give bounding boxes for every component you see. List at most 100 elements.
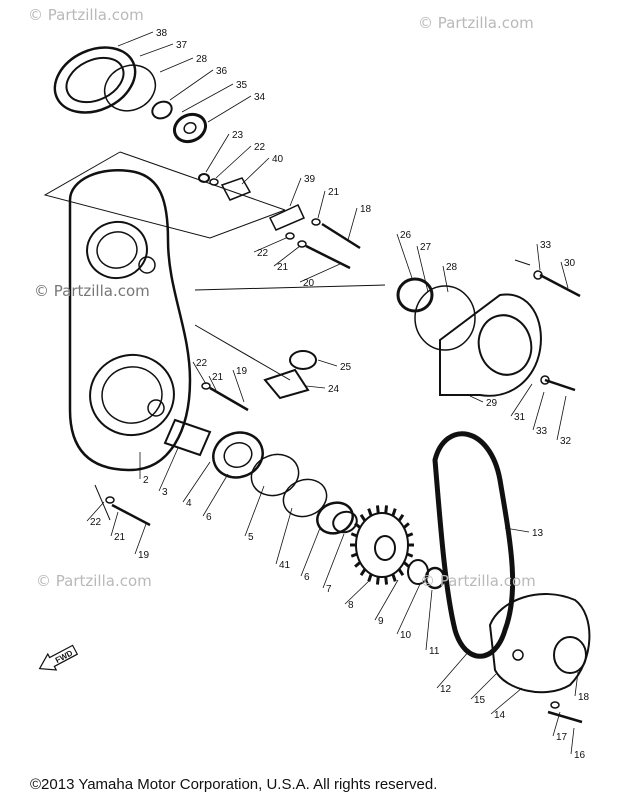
callout-12: 12 — [440, 684, 452, 695]
clutch-cover — [53, 46, 137, 114]
sprocket-tooth — [375, 576, 380, 585]
bearing-4-bore — [223, 441, 253, 469]
sprocket-8-body — [355, 512, 409, 578]
callout-31: 31 — [514, 412, 526, 423]
washer-17 — [550, 701, 560, 709]
sprocket-tooth — [367, 573, 373, 582]
leader-line-31 — [510, 383, 533, 417]
leader-line-36 — [169, 69, 214, 101]
leader-line-26 — [396, 233, 413, 279]
shaft-3 — [163, 418, 212, 457]
callout-27: 27 — [420, 242, 432, 253]
leader-line-4 — [182, 461, 211, 503]
leader-line-28b — [442, 265, 449, 293]
leader-line-11 — [425, 589, 433, 651]
leader-line-6a — [202, 473, 229, 517]
plate-40 — [220, 177, 252, 201]
leader-line-13 — [504, 527, 530, 533]
callout-24: 24 — [328, 384, 340, 395]
bolt-20 — [305, 244, 351, 270]
leader-line-6b — [300, 527, 321, 577]
leader-line-41 — [275, 507, 293, 565]
leader-line-23 — [205, 133, 230, 173]
watermark-lower-right: © Partzilla.com — [420, 572, 536, 590]
washer-33 — [533, 270, 543, 280]
bearing-4 — [212, 431, 264, 479]
callout-15: 15 — [474, 695, 486, 706]
callout-23: 23 — [232, 130, 244, 141]
callout-41: 41 — [279, 560, 291, 571]
leader-line-21c — [208, 375, 217, 391]
circlip-5 — [250, 453, 300, 497]
callout-22c: 22 — [196, 358, 208, 369]
copyright-notice: ©2013 Yamaha Motor Corporation, U.S.A. A… — [30, 776, 438, 793]
callout-26: 26 — [400, 230, 412, 241]
leader-line-32 — [556, 395, 567, 441]
callout-11: 11 — [429, 646, 440, 657]
sprocket-tooth — [397, 568, 405, 577]
sprocket-cover-14 — [488, 593, 591, 694]
sprocket-tooth — [354, 561, 362, 568]
sprocket-tooth — [391, 573, 397, 582]
callout-33a: 33 — [540, 240, 552, 251]
leader-line-25 — [317, 359, 338, 367]
leader-line-24 — [305, 385, 326, 389]
leader-line-33a — [536, 243, 541, 271]
callout-34: 34 — [254, 92, 266, 103]
assembly-guide-line — [194, 324, 291, 381]
o-ring-37 — [103, 64, 157, 112]
callout-22d: 22 — [90, 517, 102, 528]
sprocket-tooth — [384, 505, 389, 514]
callout-36: 36 — [216, 66, 228, 77]
watermark-mid-left: © Partzilla.com — [34, 282, 150, 300]
washer-22 — [209, 178, 219, 186]
callout-8: 8 — [348, 600, 354, 611]
sprocket-8 — [350, 505, 414, 585]
callout-22a: 22 — [254, 142, 266, 153]
plate-39 — [268, 204, 306, 231]
callout-22b: 22 — [257, 248, 269, 259]
assembly-guide-line — [43, 151, 286, 239]
callout-19b: 19 — [138, 550, 150, 561]
parts-artwork — [43, 46, 591, 724]
leader-line-21b — [273, 245, 301, 267]
callout-13: 13 — [532, 528, 544, 539]
chain-case-lower-bore-inner — [101, 366, 163, 424]
leader-line-30 — [560, 261, 569, 289]
leader-line-17 — [552, 711, 561, 737]
clutch-cover-inner — [65, 56, 125, 104]
callout-16: 16 — [574, 750, 586, 761]
leader-line-15 — [470, 673, 497, 700]
leader-line-40 — [241, 157, 270, 185]
callout-7: 7 — [326, 584, 332, 595]
cap-25 — [289, 350, 317, 370]
sprocket-tooth — [397, 513, 405, 522]
drive-chain-12 — [432, 431, 516, 659]
callout-30: 30 — [564, 258, 576, 269]
bracket-29 — [439, 293, 542, 397]
leader-line-29 — [469, 395, 484, 403]
assembly-guide-line — [94, 484, 111, 521]
callout-38: 38 — [156, 28, 168, 39]
circlip-41 — [282, 478, 328, 518]
bearing-34-bore — [183, 122, 197, 134]
bearing-26 — [396, 277, 434, 313]
leader-line-3 — [158, 447, 179, 492]
leader-line-8 — [344, 579, 371, 605]
leader-line-35 — [181, 83, 234, 113]
leader-line-12 — [436, 649, 471, 689]
spacer-7 — [332, 510, 358, 534]
leader-line-14 — [490, 687, 523, 715]
fwd-label: FWD — [54, 648, 75, 665]
leader-line-22c — [192, 361, 207, 385]
oil-seal-36 — [151, 100, 173, 120]
sprocket-tooth — [354, 522, 362, 529]
washer-21-b — [297, 240, 307, 248]
callout-18: 18 — [360, 204, 372, 215]
leader-line-34 — [207, 95, 252, 123]
callout-20: 20 — [303, 278, 315, 289]
bearing-34 — [172, 112, 208, 144]
sprocket-tooth — [391, 508, 397, 517]
chain-case — [68, 169, 192, 472]
